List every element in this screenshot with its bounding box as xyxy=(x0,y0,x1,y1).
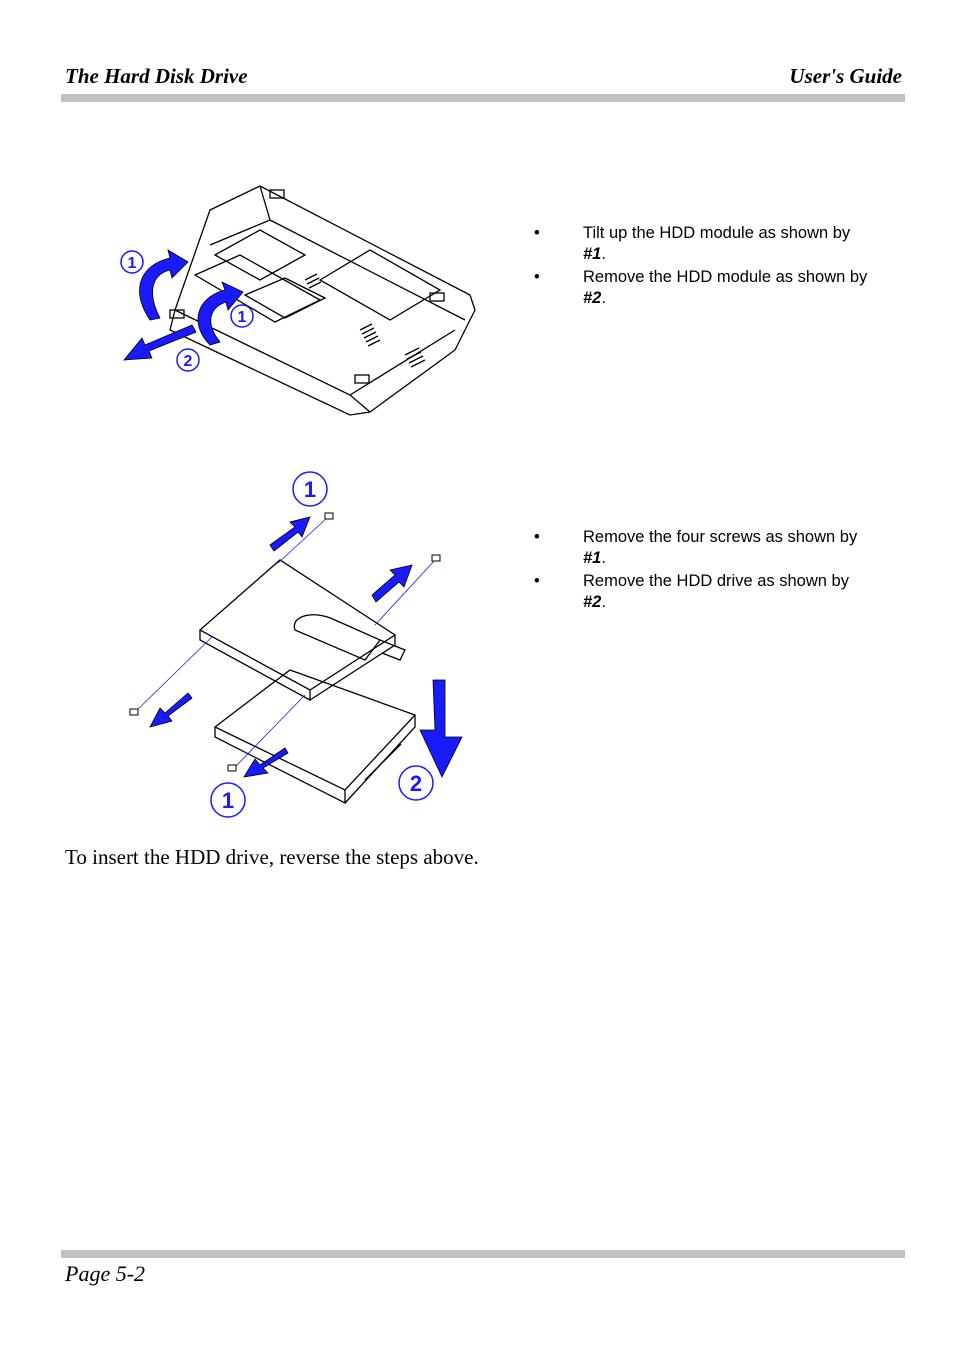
callout-1b: 1 xyxy=(222,788,234,813)
laptop-bottom-illustration: 1 1 2 xyxy=(120,185,476,416)
callout-1a: 1 xyxy=(128,255,137,272)
step-ref: #1 xyxy=(583,245,602,263)
hdd-bracket-illustration: 1 1 2 xyxy=(129,471,463,818)
bullet-icon: • xyxy=(534,528,540,546)
bullet-icon: • xyxy=(534,268,540,286)
header-rule xyxy=(61,94,905,102)
step-punct: . xyxy=(601,289,606,307)
step-punct: . xyxy=(601,245,606,263)
callout-1b: 1 xyxy=(238,309,247,326)
figure-hdd-module-removal: 1 1 2 xyxy=(110,180,490,425)
step-ref: #2 xyxy=(583,593,602,611)
callout-2: 2 xyxy=(410,771,422,796)
step-remove-screws: • Remove the four screws as shown by #1. xyxy=(530,527,910,569)
hdd-module-steps: • Tilt up the HDD module as shown by #1.… xyxy=(530,223,910,311)
callout-1a: 1 xyxy=(304,477,316,502)
page-number: Page 5-2 xyxy=(65,1261,146,1286)
step-ref: #2 xyxy=(583,289,602,307)
step-tilt: • Tilt up the HDD module as shown by #1. xyxy=(530,223,910,265)
header-guide-title: User's Guide xyxy=(789,64,902,88)
hdd-drive-steps: • Remove the four screws as shown by #1.… xyxy=(530,527,910,615)
closing-instruction: To insert the HDD drive, reverse the ste… xyxy=(65,845,479,869)
footer-rule xyxy=(61,1250,905,1258)
step-text: Remove the four screws as shown by xyxy=(583,528,858,546)
step-remove-drive: • Remove the HDD drive as shown by #2. xyxy=(530,571,910,613)
step-punct: . xyxy=(601,549,606,567)
step-text: Remove the HDD module as shown by xyxy=(583,268,868,286)
step-punct: . xyxy=(601,593,606,611)
header-section-title: The Hard Disk Drive xyxy=(65,64,248,88)
callout-2: 2 xyxy=(184,353,193,370)
step-text: Tilt up the HDD module as shown by xyxy=(583,224,851,242)
bullet-icon: • xyxy=(534,224,540,242)
step-ref: #1 xyxy=(583,549,602,567)
step-remove-module: • Remove the HDD module as shown by #2. xyxy=(530,267,910,309)
bullet-icon: • xyxy=(534,572,540,590)
step-text: Remove the HDD drive as shown by xyxy=(583,572,849,590)
figure-hdd-drive-removal: 1 1 2 xyxy=(120,465,480,825)
